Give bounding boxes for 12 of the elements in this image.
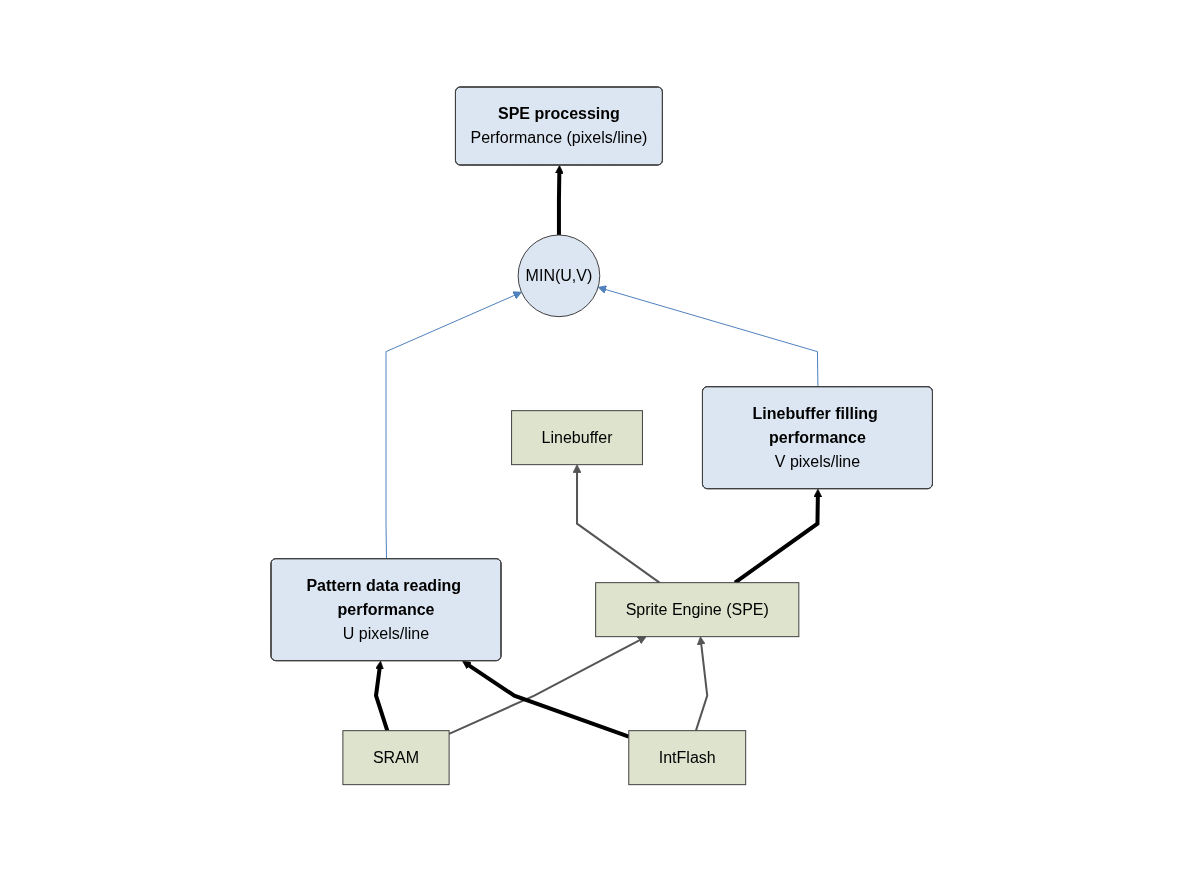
arrow	[554, 165, 564, 236]
node-circle: MIN(U,V)	[517, 234, 601, 318]
node-box: SRAM	[342, 730, 450, 786]
node-box: IntFlash	[628, 730, 746, 786]
node-box: Sprite Engine (SPE)	[594, 582, 800, 638]
arrow	[572, 464, 661, 584]
arrow	[461, 660, 630, 739]
arrow	[373, 660, 389, 732]
arrow	[447, 636, 647, 735]
node-box: Linebuffer	[510, 410, 643, 466]
arrow	[694, 636, 708, 732]
arrow	[597, 285, 819, 388]
